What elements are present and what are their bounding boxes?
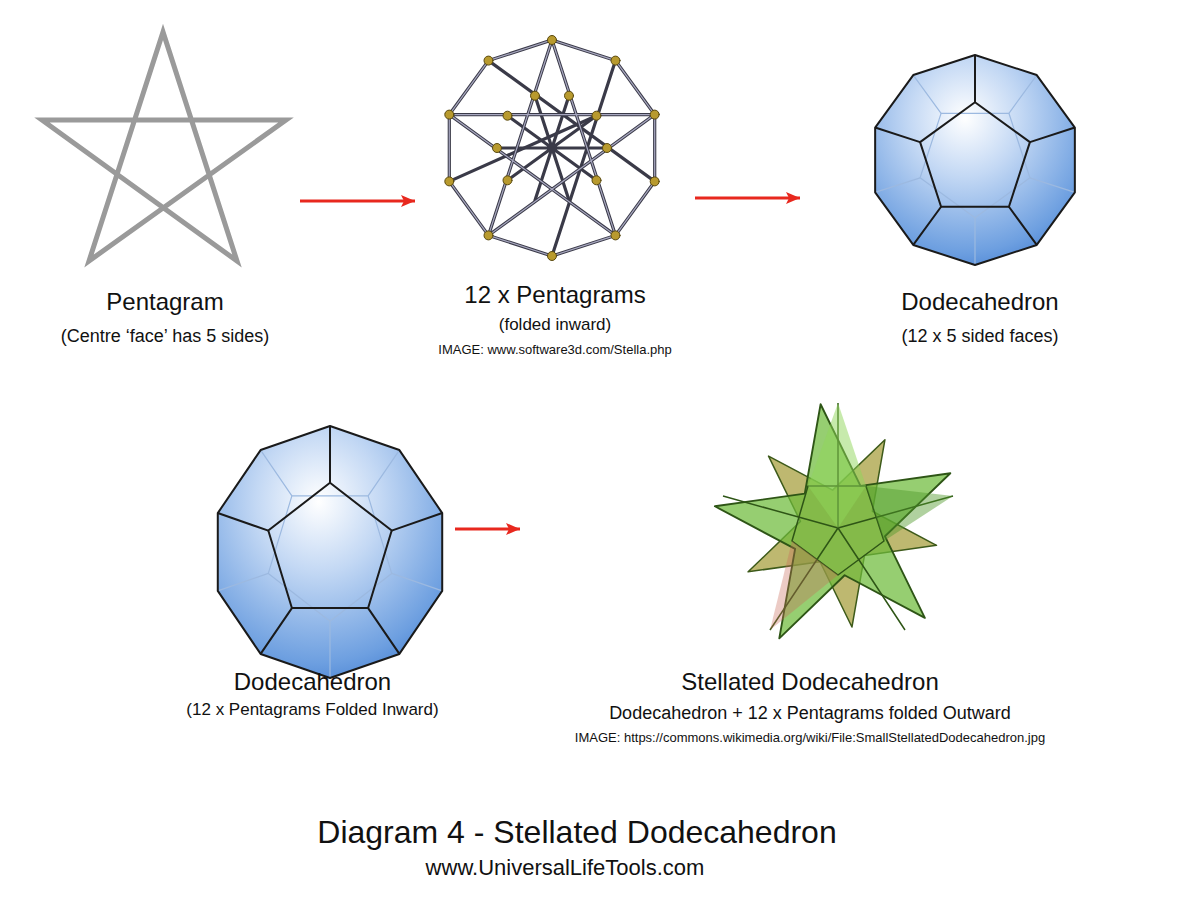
figure-group: Dodecahedron (12 x 5 sided faces): [800, 55, 1160, 349]
figure-note: (folded inward): [415, 313, 695, 337]
stellated-dodecahedron-figure: [703, 388, 970, 645]
figure-title: Stellated Dodecahedron: [520, 667, 1100, 697]
dodecahedron-figure: [875, 55, 1075, 265]
figure-note: Dodecahedron + 12 x Pentagrams folded Ou…: [520, 701, 1100, 725]
figure-note: (12 x 5 sided faces): [800, 323, 1160, 349]
figure-title: Dodecahedron: [800, 287, 1160, 317]
figure-group: 12 x Pentagrams (folded inward) IMAGE: www…: [415, 35, 695, 359]
diagram-title: Diagram 4 - Stellated Dodecahedron: [0, 812, 1154, 852]
figure-title: Pentagram: [30, 287, 300, 317]
figure-group: Pentagram (Centre ‘face’ has 5 sides): [30, 30, 300, 349]
flow-arrow: [455, 528, 520, 531]
dodecahedron-figure: [218, 426, 442, 678]
figure-title: 12 x Pentagrams: [415, 280, 695, 310]
figure-note: IMAGE: https://commons.wikimedia.org/wik…: [520, 729, 1100, 747]
figure-title: Dodecahedron: [170, 667, 455, 697]
diagram-caption: www.UniversalLifeTools.com: [0, 854, 1130, 882]
flow-arrow: [300, 200, 415, 203]
figure-group: Dodecahedron(12 x Pentagrams Folded Inwa…: [170, 425, 455, 721]
wireframe-figure: [445, 36, 659, 261]
figure-group: Stellated DodecahedronDodecahedron + 12 …: [520, 413, 1100, 747]
figure-note: (Centre ‘face’ has 5 sides): [30, 323, 300, 349]
flow-arrow: [695, 197, 800, 200]
figure-note: (12 x Pentagrams Folded Inward): [170, 699, 455, 721]
figure-note: IMAGE: www.software3d.com/Stella.php: [415, 341, 695, 359]
pentagram-figure: [42, 32, 286, 261]
